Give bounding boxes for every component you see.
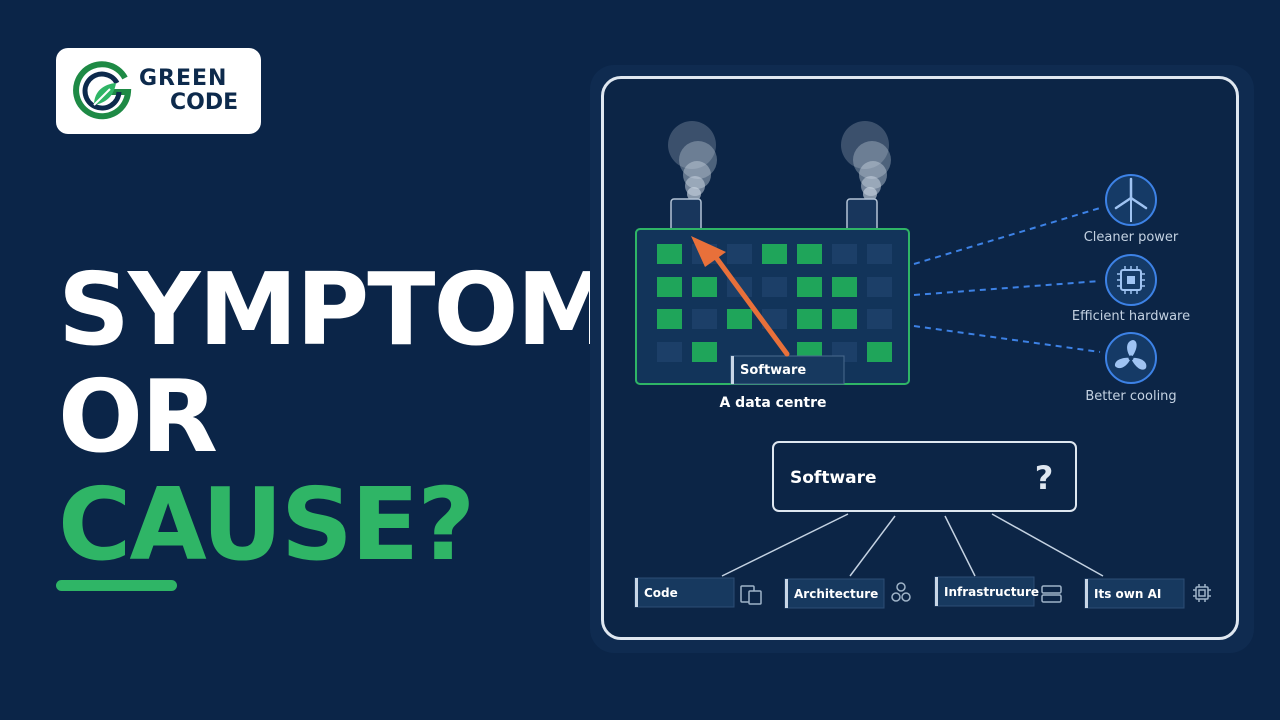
smoke-left-icon	[668, 121, 717, 201]
icon-label-better-cooling: Better cooling	[1085, 389, 1176, 404]
question-mark-icon: ?	[1035, 459, 1054, 497]
brand-line-2: CODE	[170, 90, 239, 115]
software-tag-label: Software	[740, 363, 806, 378]
nodes-icon	[891, 582, 911, 602]
wind-turbine-icon	[1105, 174, 1157, 226]
tag-code: Code	[634, 577, 735, 608]
headline-underline	[56, 580, 177, 591]
tag-infrastructure-label: Infrastructure	[944, 585, 1039, 599]
headline-line-2: OR	[58, 358, 218, 475]
chip-icon	[1105, 254, 1157, 306]
ai-chip-icon	[1193, 584, 1211, 602]
green-code-logo-icon	[73, 61, 132, 120]
smoke-right-icon	[841, 121, 891, 201]
software-box-label: Software	[790, 468, 877, 488]
tag-infrastructure: Infrastructure	[934, 576, 1039, 607]
brand-line-1: GREEN	[139, 66, 228, 91]
tag-architecture: Architecture	[784, 578, 885, 609]
arrow-icon	[709, 249, 790, 357]
icon-label-cleaner-power: Cleaner power	[1084, 230, 1179, 245]
datacentre-label: A data centre	[719, 395, 826, 411]
fan-icon	[1105, 332, 1157, 384]
headline-line-3: CAUSE?	[58, 466, 475, 583]
tag-architecture-label: Architecture	[794, 587, 878, 601]
devices-icon	[740, 585, 762, 605]
tag-its-own-ai: Its own AI	[1084, 578, 1185, 609]
software-tag	[730, 355, 845, 385]
logo-card: GREEN CODE	[56, 48, 261, 134]
headline-line-1: SYMPTOM	[58, 251, 616, 368]
server-icon	[1041, 585, 1062, 603]
icon-label-efficient-hardware: Efficient hardware	[1072, 309, 1190, 324]
software-question-box	[772, 441, 1077, 512]
tag-code-label: Code	[644, 586, 678, 600]
tag-its-own-ai-label: Its own AI	[1094, 587, 1161, 601]
